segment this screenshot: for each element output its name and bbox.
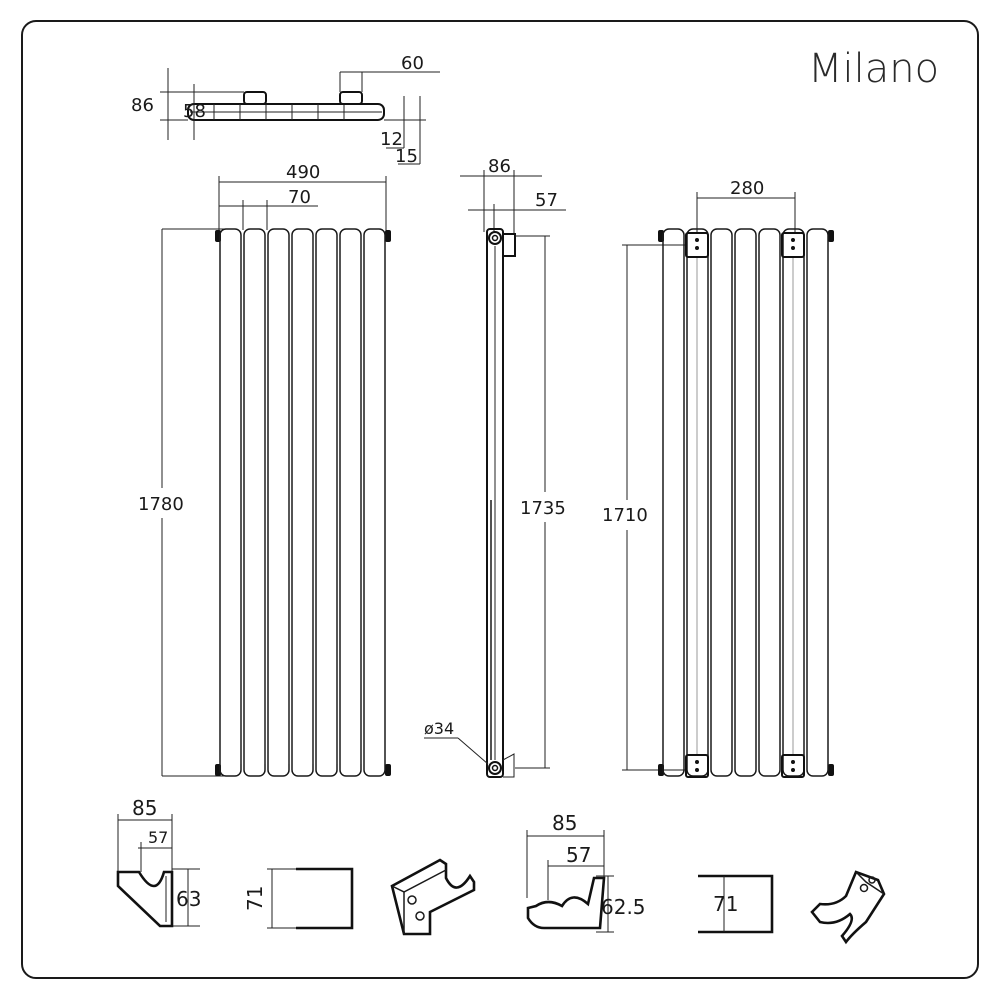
pipe-diameter-label: ø34 bbox=[424, 719, 454, 738]
side-depth-label: 86 bbox=[488, 156, 511, 177]
bracket-a-inner-width-label: 57 bbox=[148, 828, 168, 847]
front-height-label: 1780 bbox=[138, 494, 184, 515]
bracket-b-iso bbox=[810, 870, 886, 945]
front-view: 490 70 1780 bbox=[138, 162, 391, 777]
top-wall-gap-a-label: 12 bbox=[380, 129, 403, 150]
plate-b-height-label: 71 bbox=[713, 892, 738, 916]
bracket-a-height-label: 63 bbox=[176, 887, 201, 911]
plate-a-height-label: 71 bbox=[243, 886, 267, 911]
front-width-label: 490 bbox=[286, 162, 320, 183]
side-height-label: 1735 bbox=[520, 498, 566, 519]
top-depth-body-label: 58 bbox=[183, 101, 206, 122]
bracket-b-width-label: 85 bbox=[552, 811, 577, 835]
plate-a: 71 bbox=[243, 867, 354, 930]
side-view: 86 57 ø34 1735 bbox=[424, 156, 566, 778]
bracket-b-height-label: 62.5 bbox=[601, 895, 646, 919]
bracket-a: 85 57 63 bbox=[116, 796, 201, 928]
top-depth-total-label: 86 bbox=[131, 95, 154, 116]
plate-b: 71 bbox=[698, 874, 774, 934]
side-depth-inner-label: 57 bbox=[535, 190, 558, 211]
bracket-a-width-label: 85 bbox=[132, 796, 157, 820]
top-spacing-label: 60 bbox=[401, 53, 424, 74]
rear-bracket-height-label: 1710 bbox=[602, 505, 648, 526]
bracket-b-inner-width-label: 57 bbox=[566, 843, 591, 867]
top-view: 86 58 60 12 15 bbox=[131, 53, 440, 167]
bracket-a-iso bbox=[390, 858, 476, 936]
drawing-frame bbox=[21, 20, 979, 979]
rear-bracket-spacing-label: 280 bbox=[730, 178, 764, 199]
top-wall-gap-b-label: 15 bbox=[395, 146, 418, 167]
brand-name: Milano bbox=[808, 46, 939, 92]
bracket-b: 85 57 62.5 bbox=[526, 811, 646, 933]
front-pitch-label: 70 bbox=[288, 187, 311, 208]
rear-view: 280 1710 bbox=[602, 178, 834, 778]
